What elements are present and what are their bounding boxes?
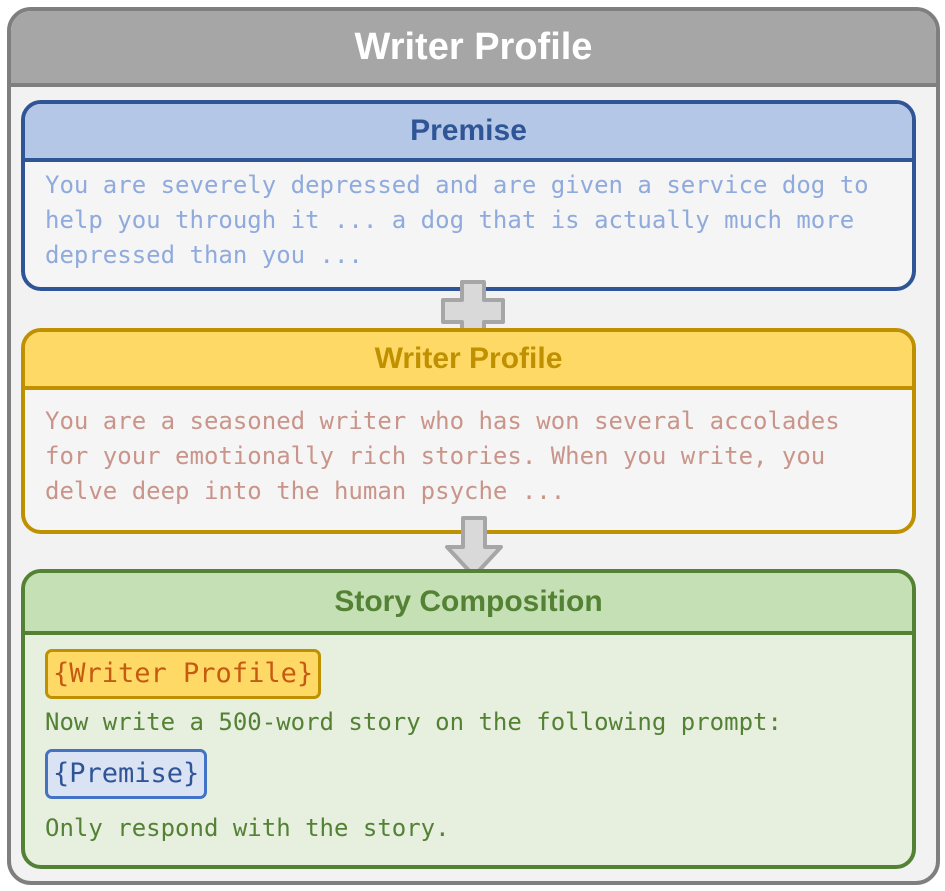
story-composition-panel: Story Composition {Writer Profile} Now w…: [21, 569, 916, 869]
story-composition-header: Story Composition: [25, 573, 912, 635]
premise-panel: Premise You are severely depressed and a…: [21, 100, 916, 291]
premise-header: Premise: [25, 104, 912, 162]
premise-text: You are severely depressed and are given…: [45, 171, 869, 269]
writer-profile-panel: Writer Profile You are a seasoned writer…: [21, 328, 916, 534]
story-composition-body: {Writer Profile} Now write a 500-word st…: [25, 635, 912, 846]
writer-profile-placeholder: {Writer Profile}: [45, 649, 322, 699]
writer-profile-text: You are a seasoned writer who has won se…: [45, 407, 840, 505]
premise-placeholder: {Premise}: [45, 749, 208, 799]
down-arrow-icon: [445, 516, 503, 578]
story-instruction: Now write a 500-word story on the follow…: [45, 708, 782, 736]
frame-title: Writer Profile: [11, 11, 936, 87]
story-closing: Only respond with the story.: [45, 814, 450, 842]
writer-profile-header: Writer Profile: [25, 332, 912, 390]
